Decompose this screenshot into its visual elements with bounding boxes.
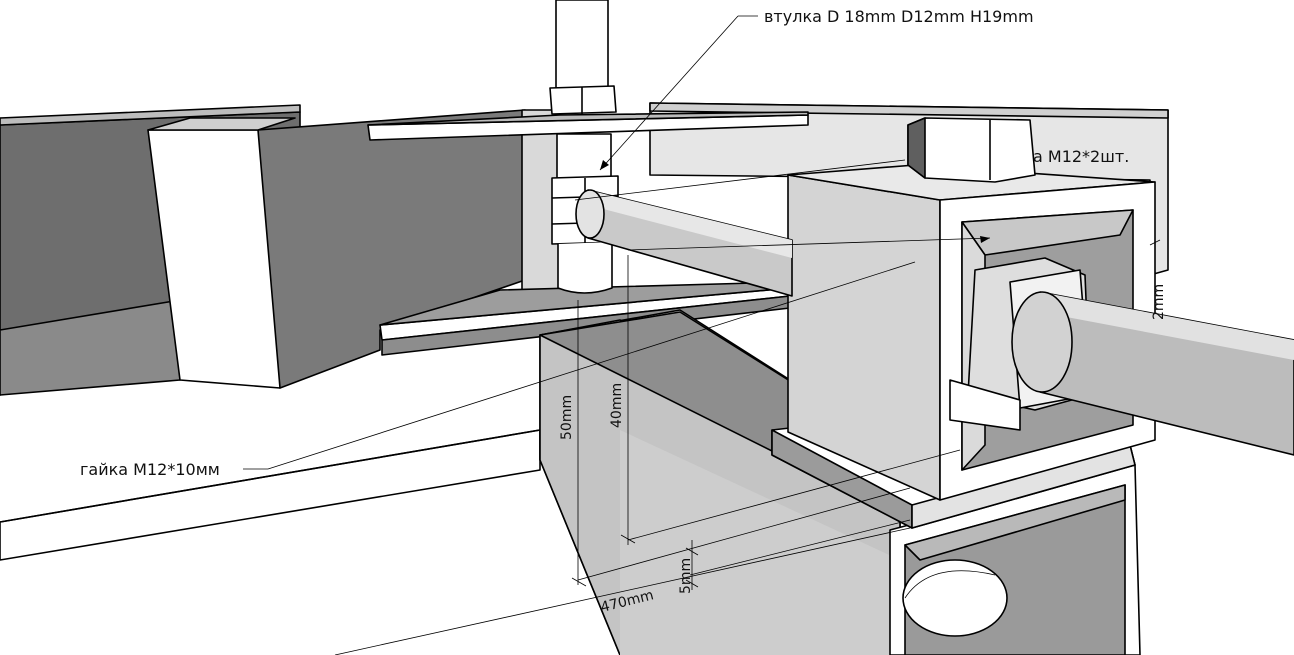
nut-top-callout: а М12*2шт. — [1033, 147, 1129, 166]
nut-left-callout: гайка М12*10мм — [80, 460, 220, 479]
upper-plate — [367, 111, 809, 141]
floor-lines — [0, 429, 541, 561]
bottom-channel — [889, 464, 1141, 655]
rod-left — [575, 189, 793, 297]
vertical-shaft — [549, 0, 619, 294]
dimension-50mm: 50mm — [559, 395, 575, 440]
bushing-callout: втулка D 18mm D12mm H19mm — [764, 7, 1034, 26]
dimension-side: 2mm — [1151, 284, 1167, 320]
leader-lines — [243, 15, 1161, 655]
rod-right — [1011, 291, 1294, 456]
hex-nut-top — [907, 117, 1036, 183]
dark-block — [147, 109, 561, 389]
dimension-5mm: 5mm — [678, 558, 694, 594]
dimension-40mm: 40mm — [609, 383, 625, 428]
